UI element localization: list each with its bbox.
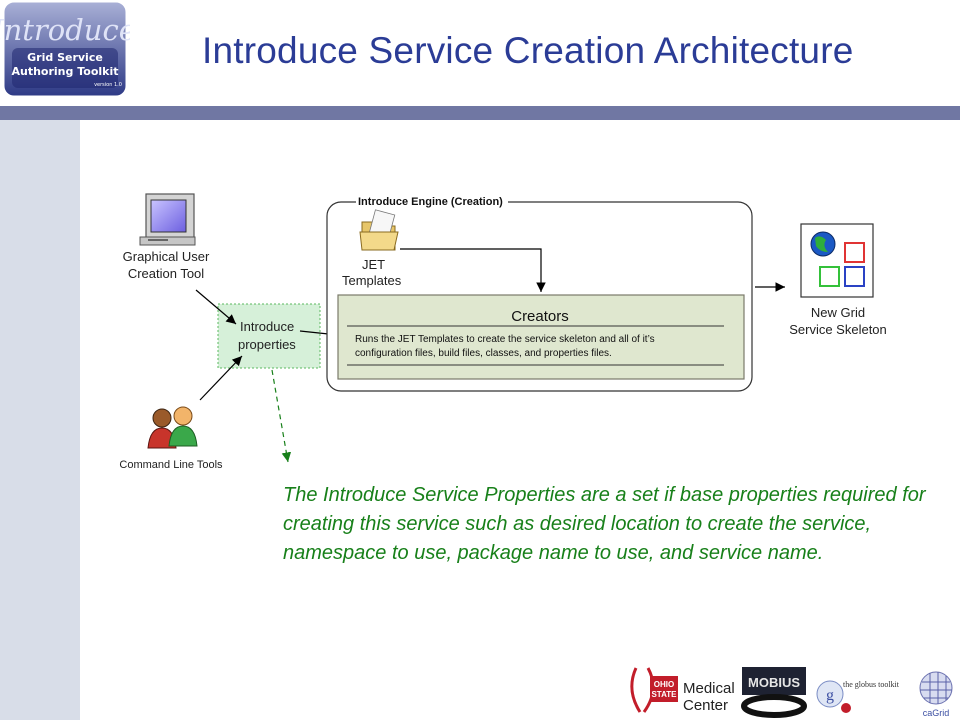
title-bar [0,106,960,120]
svg-text:STATE: STATE [651,690,677,699]
users-icon [147,406,198,449]
cli-to-props-arrow [199,355,243,401]
svg-text:Introduce: Introduce [0,13,130,47]
properties-note: The Introduce Service Properties are a s… [283,484,926,564]
creators-title: Creators [511,308,569,325]
svg-text:g: g [826,687,834,704]
page-title: Introduce Service Creation Architecture [202,30,854,71]
cli-label: Command Line Tools [119,459,223,471]
globe-icon [810,231,836,257]
svg-text:Grid Service: Grid Service [27,51,103,64]
jet-label-2: Templates [342,273,402,288]
svg-text:Center: Center [683,697,728,714]
globus-logo: g the globus toolkit [816,680,900,713]
gui-label-1: Graphical User [123,249,210,264]
jet-to-creators-arrow [400,248,546,292]
computer-icon [139,193,196,246]
cagrid-logo: caGrid [919,671,953,718]
svg-text:the globus toolkit: the globus toolkit [843,680,900,689]
template-folder-icon [359,209,399,251]
svg-text:caGrid: caGrid [923,708,950,718]
gui-label-2: Creation Tool [128,266,204,281]
blue-square-icon [844,266,865,287]
mobius-logo: MOBIUS [741,667,807,718]
creators-desc-1: Runs the JET Templates to create the ser… [355,334,655,345]
left-band [0,120,80,720]
engine-label: Introduce Engine (Creation) [358,196,503,208]
output-label-1: New Grid [811,305,865,320]
svg-text:MOBIUS: MOBIUS [748,675,800,690]
note-pointer-arrow [271,369,292,463]
introduce-logo: Introduce Grid Service Authoring Toolkit… [0,1,130,97]
svg-text:Authoring Toolkit: Authoring Toolkit [12,65,119,78]
properties-box [217,303,321,369]
svg-text:version 1.0: version 1.0 [94,82,122,88]
props-label-2: properties [238,337,296,352]
red-square-icon [844,242,865,263]
jet-label-1: JET [362,257,385,272]
svg-text:OHIO: OHIO [654,680,674,689]
gui-to-props-arrow [195,289,237,325]
creators-desc-2: configuration files, build files, classe… [355,348,612,359]
partner-logos: OHIO STATE Medical Center MOBIUS g the g… [630,667,953,718]
svg-text:Medical: Medical [683,680,735,697]
output-label-2: Service Skeleton [789,322,887,337]
props-label-1: Introduce [240,319,294,334]
output-box [800,223,874,298]
osu-medical-logo: OHIO STATE Medical Center [630,667,735,714]
green-square-icon [819,266,840,287]
